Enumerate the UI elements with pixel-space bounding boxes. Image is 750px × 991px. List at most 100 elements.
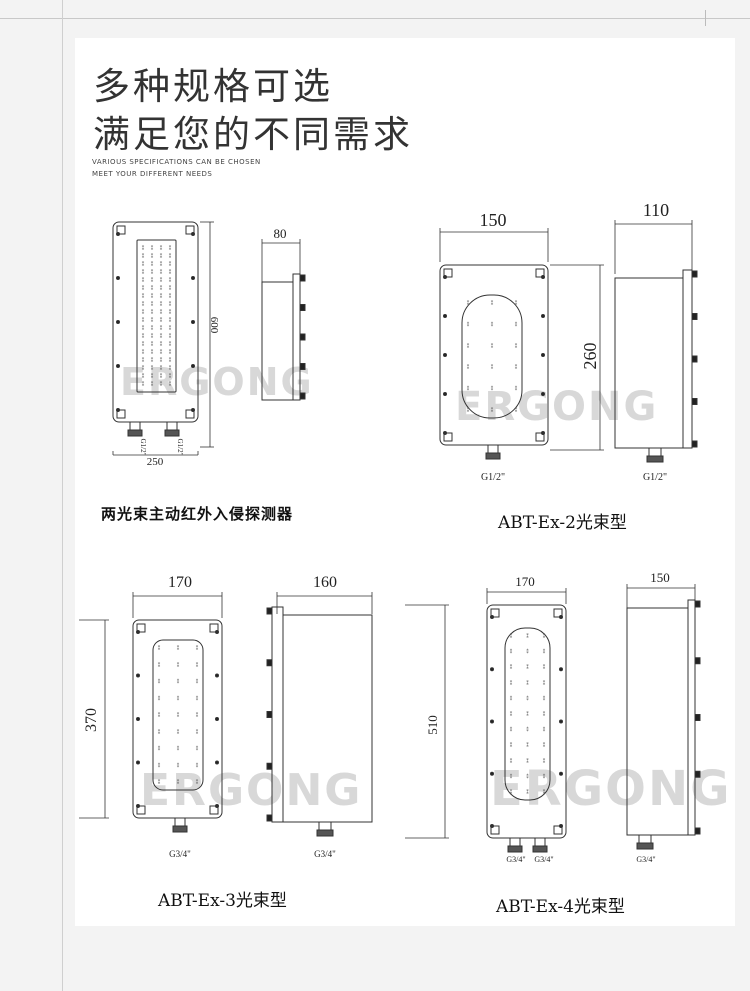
mount-hole-icon — [553, 608, 563, 618]
screw-icon — [559, 667, 563, 672]
sensor-mark: ⁑ — [491, 364, 494, 371]
sensor-mark: ⁑ — [177, 779, 180, 786]
sensor-mark: ⁑ — [160, 341, 163, 348]
bolt-icon — [694, 770, 701, 778]
sensor-mark: ⁑ — [196, 729, 199, 736]
title-line-2: 满足您的不同需求 — [93, 113, 413, 156]
sensor-mark: ⁑ — [158, 762, 161, 769]
sensor-mark: ⁑ — [169, 365, 172, 372]
bolt-icon — [694, 657, 701, 665]
sensor-mark: ⁑ — [526, 742, 529, 749]
cable-gland-icon — [507, 845, 523, 853]
screw-icon — [443, 353, 447, 357]
sensor-mark: ⁑ — [510, 711, 513, 718]
sensor-mark: ⁑ — [160, 333, 163, 340]
bolt-icon — [691, 355, 698, 363]
cable-gland-icon — [648, 447, 662, 457]
side-flange — [682, 269, 693, 449]
mount-hole-icon — [553, 825, 563, 835]
mount-hole-icon — [535, 432, 545, 442]
mount-hole-icon — [185, 409, 195, 419]
sensor-mark: ⁑ — [510, 680, 513, 687]
dim-height: 260 — [580, 343, 600, 370]
sensor-mark: ⁑ — [158, 746, 161, 753]
bolt-icon — [299, 304, 306, 311]
sensor-mark: ⁑ — [177, 729, 180, 736]
screw-icon — [136, 717, 140, 721]
sensor-mark: ⁑ — [196, 712, 199, 719]
sensor-mark: ⁑ — [160, 365, 163, 372]
cable-gland-icon — [532, 845, 548, 853]
sensor-mark: ⁑ — [151, 333, 154, 340]
sensor-mark: ⁑ — [151, 365, 154, 372]
mount-hole-icon — [490, 608, 500, 618]
sensor-mark: ⁑ — [151, 381, 154, 388]
sensor-mark: ⁑ — [160, 293, 163, 300]
sensor-mark: ⁑ — [510, 664, 513, 671]
sensor-mark: ⁑ — [160, 325, 163, 332]
window — [152, 639, 204, 791]
sensor-mark: ⁑ — [169, 261, 172, 268]
product-caption: ABT-Ex-3光束型 — [158, 891, 287, 911]
content-panel — [75, 38, 735, 926]
sensor-mark: ⁑ — [151, 301, 154, 308]
sensor-mark: ⁑ — [177, 662, 180, 669]
sensor-mark: ⁑ — [169, 317, 172, 324]
bolt-icon — [691, 270, 698, 278]
sensor-mark: ⁑ — [543, 789, 546, 796]
mount-hole-icon — [443, 268, 453, 278]
sensor-mark: ⁑ — [142, 253, 145, 260]
sensor-mark: ⁑ — [510, 789, 513, 796]
sensor-mark: ⁑ — [151, 357, 154, 364]
sensor-mark: ⁑ — [543, 742, 546, 749]
sensor-mark: ⁑ — [510, 773, 513, 780]
sensor-mark: ⁑ — [177, 679, 180, 686]
port-label: G1/2" — [176, 439, 184, 456]
sensor-mark: ⁑ — [510, 742, 513, 749]
port-label: G1/2" — [139, 439, 147, 456]
sensor-mark: ⁑ — [151, 309, 154, 316]
sensor-mark: ⁑ — [515, 386, 518, 393]
sensor-mark: ⁑ — [142, 269, 145, 276]
sensor-mark: ⁑ — [177, 762, 180, 769]
bolt-icon — [691, 313, 698, 320]
subtitle-line-1: VARIOUS SPECIFICATIONS CAN BE CHOSEN — [92, 158, 261, 166]
sensor-mark: ⁑ — [526, 633, 529, 640]
sensor-mark: ⁑ — [151, 349, 154, 356]
bolt-icon — [266, 607, 273, 615]
sensor-mark: ⁑ — [196, 679, 199, 686]
cable-gland-icon — [172, 825, 188, 833]
sensor-mark: ⁑ — [142, 317, 145, 324]
screw-icon — [191, 364, 195, 368]
cable-gland-icon — [638, 834, 652, 844]
sensor-mark: ⁑ — [543, 649, 546, 656]
port-label: G3/4" — [534, 855, 553, 864]
sensor-mark: ⁑ — [160, 309, 163, 316]
sensor-mark: ⁑ — [515, 300, 518, 307]
cable-gland-icon — [534, 837, 546, 847]
sensor-mark: ⁑ — [158, 729, 161, 736]
sensor-mark: ⁑ — [151, 293, 154, 300]
screw-icon — [116, 364, 120, 368]
window — [461, 294, 523, 419]
bolt-icon — [694, 827, 701, 835]
sensor-mark: ⁑ — [169, 341, 172, 348]
sensor-mark: ⁑ — [169, 301, 172, 308]
bolt-icon — [266, 659, 273, 667]
sensor-mark: ⁑ — [467, 300, 470, 307]
watermark-logo: ERGONG — [455, 384, 658, 430]
screw-icon — [215, 760, 219, 765]
watermark-logo: ERGONG — [490, 761, 732, 817]
window — [504, 627, 551, 801]
sensor-mark: ⁑ — [142, 373, 145, 380]
left-divider — [62, 0, 63, 991]
cable-gland-icon — [164, 429, 180, 437]
mount-hole-icon — [116, 225, 126, 235]
screw-icon — [215, 717, 219, 721]
sensor-mark: ⁑ — [526, 695, 529, 702]
sensor-mark: ⁑ — [142, 245, 145, 252]
screw-icon — [541, 392, 545, 396]
sensor-mark: ⁑ — [510, 633, 513, 640]
sensor-mark: ⁑ — [160, 285, 163, 292]
cable-gland-icon — [174, 817, 186, 827]
